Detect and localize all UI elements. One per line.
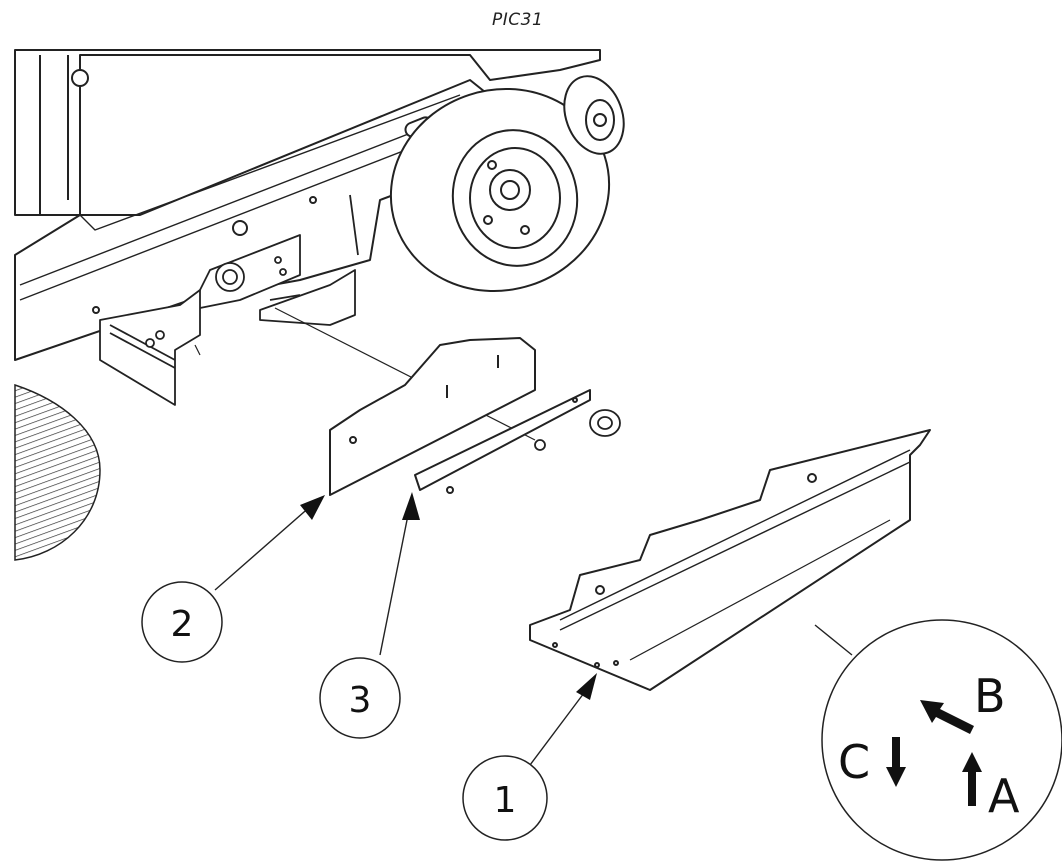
detail-label-b: B [974,669,1006,723]
side-brush [14,383,101,561]
rear-caster [563,75,625,155]
direction-detail: A B C [821,619,1062,861]
arrow-down-icon [886,737,906,787]
figure-caption: PIC31 [492,10,544,30]
machine-body [14,49,601,361]
callout-2: 2 [141,581,223,663]
part-3-strip [414,389,591,494]
callout-2-label: 2 [171,604,194,645]
leader-lines [214,504,853,766]
arrow-diagonal-icon [920,700,974,734]
arrow-up-icon [962,752,982,806]
leader-arrowheads [300,492,597,700]
part-2-plate [329,337,536,496]
callout-3-label: 3 [349,680,372,721]
guide-line [194,307,536,441]
callout-1-label: 1 [494,780,517,821]
detail-label-c: C [838,735,870,789]
detail-label-a: A [988,769,1020,823]
part-1-flap [529,429,931,691]
wheel [389,88,611,292]
knob [534,409,621,451]
callout-1: 1 [462,755,548,841]
callout-3: 3 [319,657,401,739]
bracket-assembly [99,194,359,406]
